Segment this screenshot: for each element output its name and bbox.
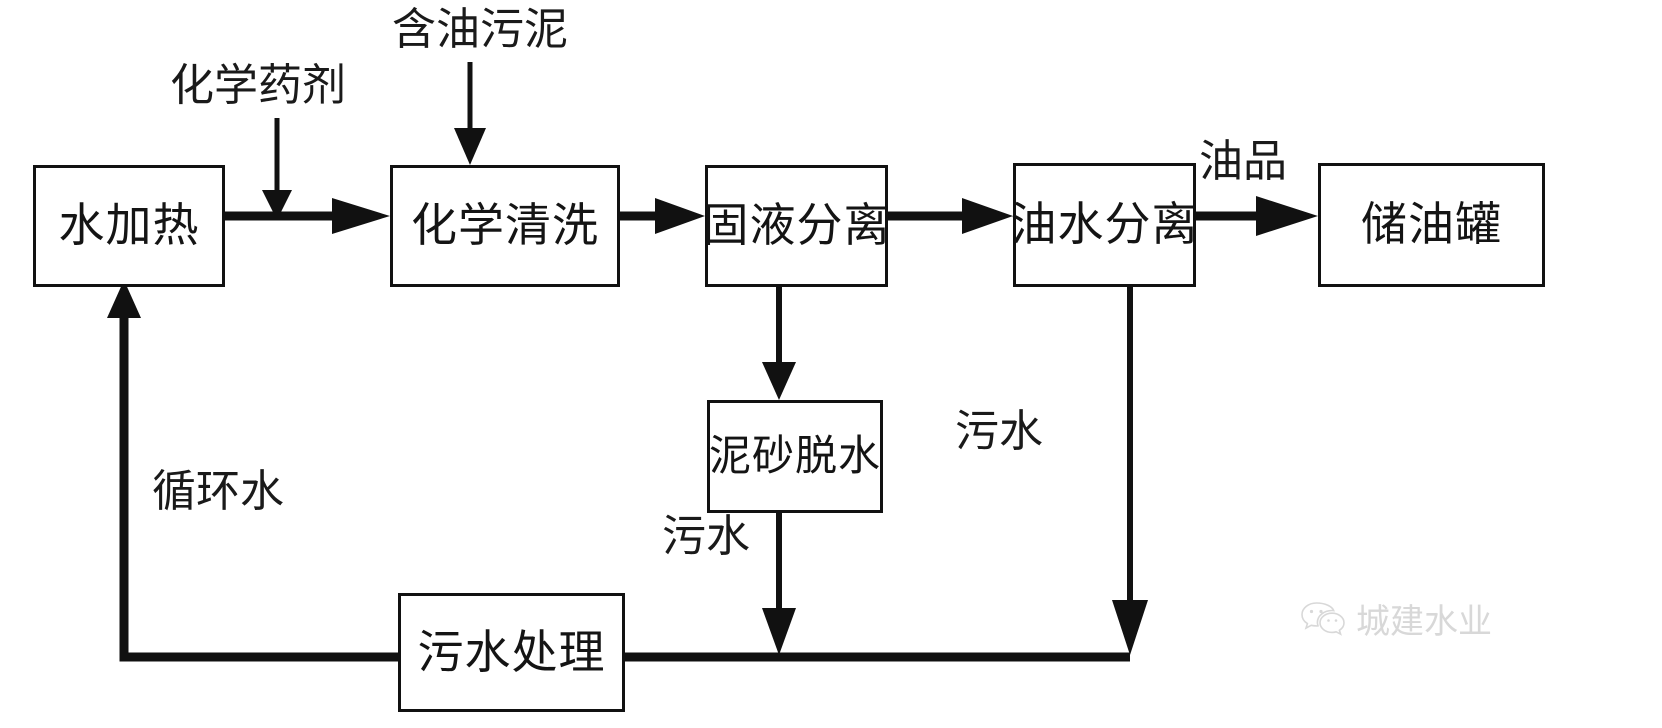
connector-oily-sludge-to-washing [454,62,486,165]
node-oil-storage-tank[interactable]: 储油罐 [1318,163,1545,287]
node-chemical-washing-label: 化学清洗 [411,200,599,251]
node-water-heating[interactable]: 水加热 [33,165,225,287]
edge-label-chemical-agent: 化学药剂 [170,61,346,110]
node-chemical-washing[interactable]: 化学清洗 [390,165,620,287]
node-oil-water-separation[interactable]: 油水分离 [1010,163,1199,287]
connector-dewater-to-bus [762,513,796,655]
watermark: 城建水业 [1300,600,1492,645]
connector-solid-liquid-to-dewater [762,287,796,400]
edge-label-sewage-from-dewatering: 污水 [662,512,750,561]
node-sludge-dewatering[interactable]: 泥砂脱水 [707,400,883,513]
edge-label-oil-product: 油品 [1199,137,1287,186]
watermark-text: 城建水业 [1356,603,1492,641]
connector-heating-to-washing [225,198,390,234]
connector-oil-water-to-tank [1196,196,1318,236]
node-solid-liquid-separation-label: 固液分离 [702,200,891,251]
edge-label-oily-sludge: 含油污泥 [392,5,568,54]
node-sewage-treatment-label: 污水处理 [417,626,606,678]
connector-washing-to-solid-liquid [620,198,705,234]
connector-solid-liquid-to-oil-water [888,198,1013,234]
connector-sewage-treatment-to-heating [107,280,398,662]
edge-label-sewage-from-oil-water: 污水 [955,407,1043,456]
node-oil-storage-tank-label: 储油罐 [1361,199,1502,250]
edge-label-recycled-water: 循环水 [152,467,284,516]
wechat-icon [1300,600,1346,645]
node-oil-water-separation-label: 油水分离 [1010,199,1199,250]
node-sewage-treatment[interactable]: 污水处理 [398,593,625,712]
connector-chemical-agent-to-washing [262,118,292,220]
node-solid-liquid-separation[interactable]: 固液分离 [702,165,891,287]
node-sludge-dewatering-label: 泥砂脱水 [709,433,882,480]
node-water-heating-label: 水加热 [58,200,200,251]
connector-oil-water-to-bus [1112,287,1148,655]
